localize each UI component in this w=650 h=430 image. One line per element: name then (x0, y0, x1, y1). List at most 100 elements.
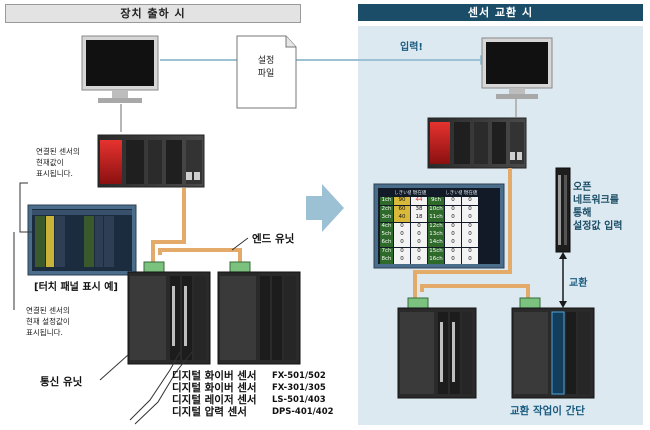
panel-table-cell: 8ch (380, 256, 393, 265)
left-touch-panel (27, 204, 137, 276)
panel-table-cell: 40 (394, 214, 410, 223)
panel-table-cell: 90 (394, 197, 410, 206)
sensor-list-pointer-2 (134, 351, 193, 425)
panel-table-cell: 44 (411, 197, 427, 206)
panel-table-cell: 6ch (380, 239, 393, 248)
open-network-line4: 설정값 입력 (573, 221, 623, 232)
panel-table-cell: 10ch (428, 205, 444, 214)
panel-table-cell: 60 (394, 205, 410, 214)
panel-table-cell: 0 (445, 247, 461, 256)
open-network-label: 오픈 네트워크를 통해 설정값 입력 (573, 181, 622, 233)
panel-table-header-cell: しきい値 (394, 191, 411, 196)
panel-table-cell: 0 (394, 256, 410, 265)
panel-table-cell: 15ch (428, 247, 444, 256)
panel-table-header-cell (428, 190, 445, 197)
replacement-amplifier (555, 167, 571, 253)
left-plc-unit (97, 134, 205, 188)
panel-table-cell: 13ch (428, 230, 444, 239)
panel-table-cell: 0 (394, 247, 410, 256)
panel-table-cell: 16ch (428, 256, 444, 265)
panel-table-cell: 38 (411, 205, 427, 214)
panel-table-cell: 0 (445, 222, 461, 231)
panel-table-header-cell: 現在値 (463, 191, 478, 196)
panel-table-cell: 9ch (428, 197, 444, 206)
sensor-name: 디지털 레이저 센서 (172, 394, 257, 406)
sensor-name: 디지털 압력 센서 (172, 406, 247, 418)
touch-panel-label: [터치 패널 표시 예] (34, 282, 118, 293)
note-current-line1: 연결된 센서의 (36, 147, 80, 156)
comm-unit-label: 통신 유닛 (40, 376, 83, 388)
settings-file-line1: 설정 (257, 56, 275, 66)
left-cable-unit-to-end (158, 248, 242, 263)
panel-table-cell: 0 (411, 222, 427, 231)
settings-file-icon (236, 35, 297, 109)
end-unit-pointer (231, 237, 249, 251)
panel-table-cell: 0 (445, 230, 461, 239)
panel-table-cell: 0 (462, 230, 478, 239)
sensor-model: FX-501/502 (272, 371, 326, 381)
right-sensor-unit-1 (397, 297, 477, 399)
panel-table-cell: 4ch (380, 222, 393, 231)
open-network-line3: 통해 (573, 208, 592, 219)
right-plc-unit (427, 117, 527, 169)
left-cable-plc-to-unit (151, 188, 186, 263)
panel-table-cell: 0 (462, 239, 478, 248)
note-current-line2: 현재값이 (36, 158, 64, 167)
note-current-bracket (19, 182, 32, 233)
panel-table-cell: 7ch (380, 247, 393, 256)
panel-table-cell: 1ch (380, 197, 393, 206)
panel-table-cell: 3ch (380, 214, 393, 223)
panel-table-cell: 0 (445, 256, 461, 265)
panel-table-header-cell: しきい値 (445, 191, 462, 196)
left-sensor-unit-1 (127, 261, 211, 365)
right-cable-unit-to-end (420, 284, 530, 300)
panel-table-cell: 0 (445, 197, 461, 206)
right-cable-plc-to-unit (413, 168, 512, 300)
exchange-arrow-up (559, 252, 567, 259)
right-computer-monitor (481, 37, 553, 99)
panel-table-header-cell (380, 190, 394, 197)
panel-table-cell: 0 (394, 239, 410, 248)
note-setting-line3: 표시됩니다. (26, 328, 63, 337)
note-setting: 연결된 센서의 현재 설정값이 표시됩니다. (26, 305, 70, 338)
panel-table-cell: 0 (394, 230, 410, 239)
sensor-names-list: 디지털 화이버 센서 디지털 화이버 센서 디지털 레이저 센서 디지털 압력 … (172, 370, 257, 418)
transition-arrow (306, 184, 344, 232)
panel-table-header: しきい値現在値しきい値現在値 (380, 190, 498, 197)
settings-file-label: 설정 파일 (244, 55, 288, 81)
panel-table-cell: 0 (462, 256, 478, 265)
panel-table-cell: 0 (462, 247, 478, 256)
easy-replace-label: 교환 작업이 간단 (510, 405, 585, 417)
note-setting-line2: 현재 설정값이 (26, 317, 70, 326)
panel-table-cell: 0 (411, 230, 427, 239)
exchange-arrow-down (559, 301, 567, 308)
note-current: 연결된 센서의 현재값이 표시됩니다. (36, 146, 80, 179)
note-current-line3: 표시됩니다. (36, 169, 73, 178)
panel-table-cell: 0 (411, 239, 427, 248)
sensor-name: 디지털 화이버 센서 (172, 370, 257, 382)
panel-table-cell: 0 (462, 222, 478, 231)
panel-table-cell: 11ch (428, 214, 444, 223)
panel-table-cell: 0 (411, 256, 427, 265)
end-unit-label: 엔드 유닛 (252, 233, 295, 245)
panel-table-cell: 0 (462, 214, 478, 223)
sensor-list-pointer-1 (129, 351, 181, 421)
panel-table-cell: 0 (462, 205, 478, 214)
panel-table-cell: 0 (445, 239, 461, 248)
panel-table-cell: 0 (462, 197, 478, 206)
comm-unit-pointer (99, 354, 129, 381)
left-sensor-unit-2 (217, 261, 301, 365)
settings-file-line2: 파일 (257, 69, 275, 79)
sensor-model: DPS-401/402 (272, 407, 334, 417)
right-sensor-unit-2 (511, 297, 595, 399)
panel-table-cell: 2ch (380, 205, 393, 214)
